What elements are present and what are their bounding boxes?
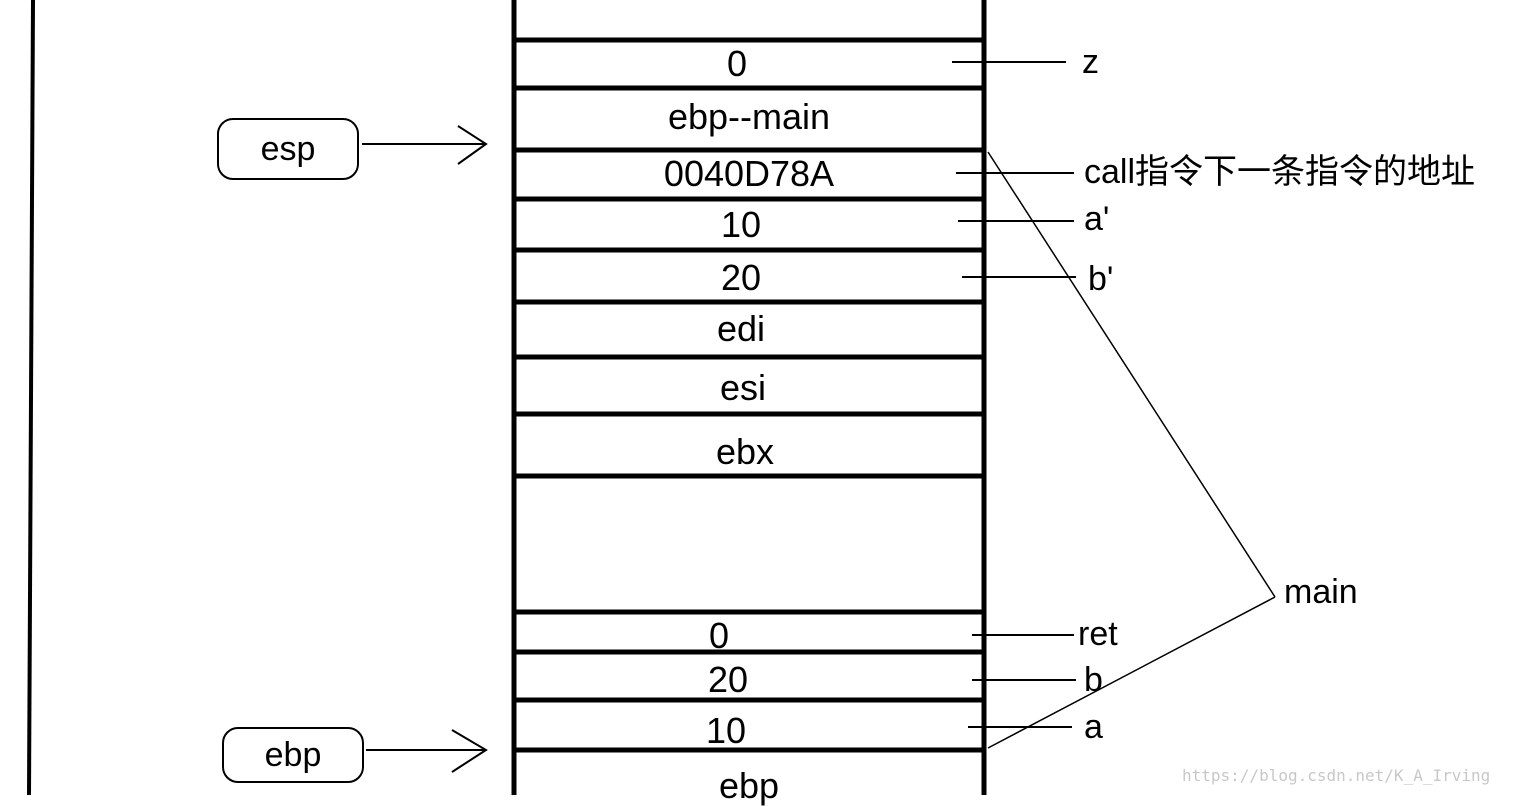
ebp-arrow xyxy=(366,729,488,773)
cell-value-edi: edi xyxy=(716,308,766,349)
label-ret: ret xyxy=(1078,615,1118,653)
stack-separators xyxy=(514,37,984,753)
label-call-next-address: call指令下一条指令的地址 xyxy=(1084,153,1476,191)
cell-value-b: 20 xyxy=(707,659,749,700)
label-a-prime: a' xyxy=(1084,200,1110,238)
bracket-lower xyxy=(987,596,1276,749)
cell-value-esi: esi xyxy=(719,367,767,408)
cell-value-ebp: ebp xyxy=(718,765,780,806)
cell-value-ebp-main: ebp--main xyxy=(667,96,831,137)
label-z: z xyxy=(1082,43,1099,81)
cell-value-a-prime: 10 xyxy=(720,204,762,245)
left-border-line xyxy=(27,0,35,795)
cell-value-z: 0 xyxy=(726,43,748,84)
esp-label: esp xyxy=(260,130,316,168)
main-frame-bracket xyxy=(987,151,1276,749)
label-b: b xyxy=(1084,661,1103,699)
cell-value-ret: 0 xyxy=(708,615,730,656)
esp-pointer-box: esp xyxy=(217,118,359,180)
label-main-frame: main xyxy=(1284,573,1358,611)
ebp-label: ebp xyxy=(264,736,322,774)
cell-value-b-prime: 20 xyxy=(720,257,762,298)
bracket-upper xyxy=(987,151,1276,598)
cell-value-return-address: 0040D78A xyxy=(663,153,835,194)
label-leaders xyxy=(952,61,1076,728)
cell-value-ebx: ebx xyxy=(715,431,775,472)
watermark: https://blog.csdn.net/K_A_Irving xyxy=(1182,766,1491,785)
label-b-prime: b' xyxy=(1088,260,1114,298)
label-a: a xyxy=(1084,708,1103,746)
cell-value-a: 10 xyxy=(705,710,747,751)
ebp-pointer-box: ebp xyxy=(222,727,364,783)
esp-arrow xyxy=(362,125,488,165)
